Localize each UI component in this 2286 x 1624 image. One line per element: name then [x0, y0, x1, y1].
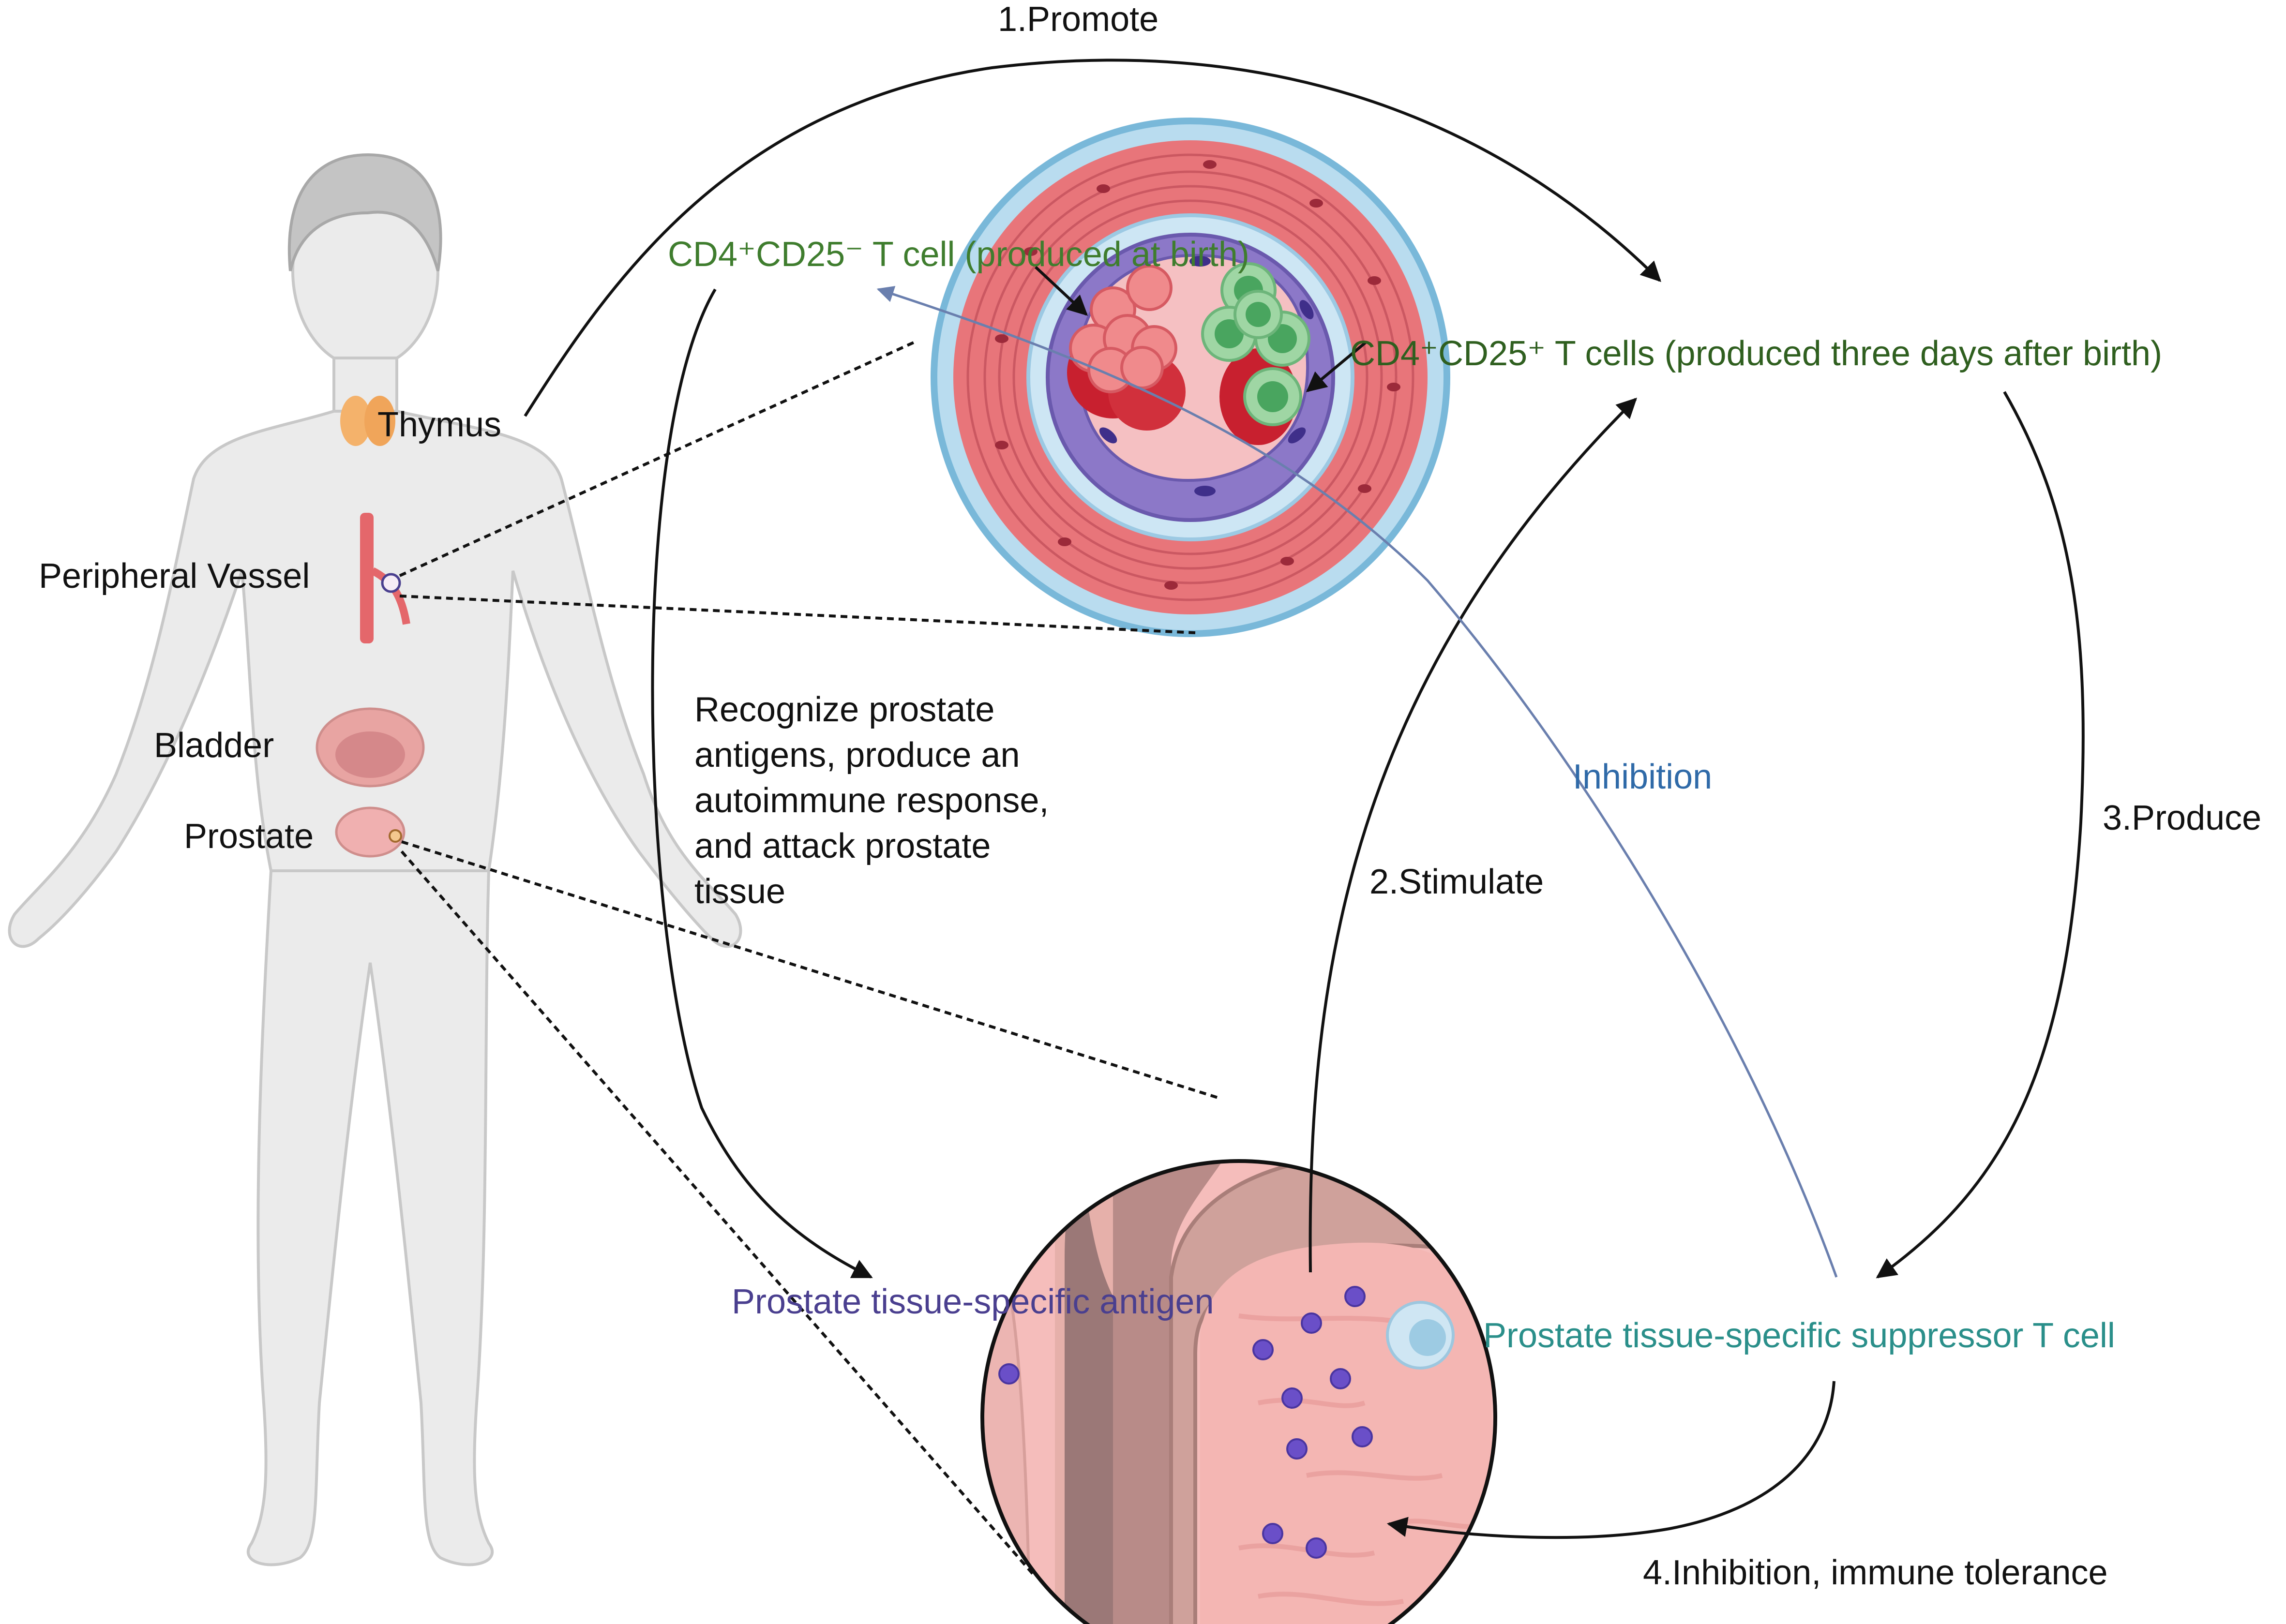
tolerance-arrow: [1386, 1381, 1835, 1539]
cd25neg-cell-cluster: [1067, 265, 1186, 431]
bladder-label: Bladder: [154, 726, 274, 765]
prostate-tissue-section: [980, 1159, 1497, 1624]
human-body-figure: [8, 153, 742, 1566]
prostate-organ: [335, 806, 406, 858]
legs: [246, 869, 494, 1566]
dotted-connectors: [399, 341, 1220, 1578]
produce-arrow: [1876, 391, 2085, 1279]
recognize-arrow: [651, 288, 873, 1279]
stimulate-arrow: [1308, 398, 1637, 1273]
promote-label: 1.Promote: [998, 0, 1159, 39]
torso-arms: [8, 410, 742, 948]
thymus-organ: [340, 396, 395, 446]
cd25neg-label: CD4⁺CD25⁻ T cell (produced at birth): [668, 235, 1249, 274]
to-pos-cell-arrow: [1306, 341, 1367, 392]
promote-arrow: [524, 59, 1661, 417]
to-neg-cell-arrow: [1034, 266, 1088, 316]
process-arrows: [524, 59, 2085, 1539]
vessel-cross-section: [931, 118, 1450, 637]
antigen-label: Prostate tissue-specific antigen: [732, 1282, 1214, 1321]
thymus-label: Thymus: [377, 405, 502, 444]
peripheral-vessel-organ: [360, 513, 410, 643]
suppressor-label: Prostate tissue-specific suppressor T ce…: [1483, 1316, 2115, 1355]
cd25pos-label: CD4⁺CD25⁺ T cells (produced three days a…: [1350, 334, 2163, 373]
antigen-markers: [998, 1286, 1373, 1559]
tolerance-label: 4.Inhibition, immune tolerance: [1643, 1553, 2108, 1592]
inhibition-label: Inhibition: [1573, 758, 1713, 796]
stimulate-label: 2.Stimulate: [1369, 863, 1544, 901]
prostate-label: Prostate: [184, 817, 314, 856]
inhibition-arrow: [876, 286, 1838, 1278]
hair: [287, 153, 442, 271]
bladder-organ: [316, 707, 425, 788]
suppressor-t-cell-icon: [1386, 1301, 1455, 1370]
cd25pos-cell-cluster: [1201, 262, 1310, 445]
recognize-label: Recognize prostate antigens, produce an …: [694, 690, 1049, 911]
produce-label: 3.Produce: [2103, 799, 2262, 837]
peripheral-vessel-label: Peripheral Vessel: [39, 557, 310, 596]
